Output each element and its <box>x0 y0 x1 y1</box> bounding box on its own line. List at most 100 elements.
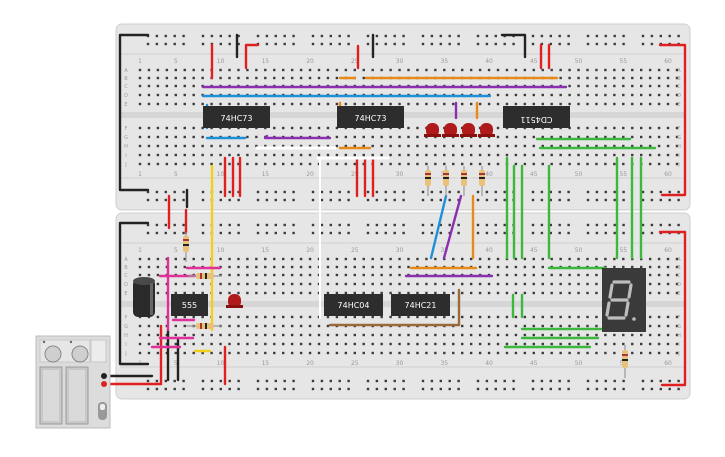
breadboard-hole[interactable] <box>514 135 518 139</box>
breadboard-hole[interactable] <box>283 42 286 46</box>
breadboard-hole[interactable] <box>430 231 434 235</box>
breadboard-hole[interactable] <box>622 387 625 391</box>
breadboard-hole[interactable] <box>344 342 348 346</box>
breadboard-hole[interactable] <box>604 223 607 227</box>
breadboard-hole[interactable] <box>201 379 205 383</box>
breadboard-hole[interactable] <box>375 379 379 383</box>
breadboard-hole[interactable] <box>273 324 276 328</box>
breadboard-hole[interactable] <box>469 68 473 72</box>
breadboard-hole[interactable] <box>347 223 350 227</box>
breadboard-hole[interactable] <box>147 273 151 277</box>
breadboard-hole[interactable] <box>282 291 285 295</box>
breadboard-hole[interactable] <box>666 68 670 72</box>
breadboard-hole[interactable] <box>210 34 214 38</box>
breadboard-hole[interactable] <box>317 153 321 157</box>
breadboard-hole[interactable] <box>549 379 552 383</box>
breadboard-hole[interactable] <box>496 102 500 106</box>
breadboard-hole[interactable] <box>255 324 258 328</box>
breadboard-hole[interactable] <box>485 387 489 391</box>
breadboard-hole[interactable] <box>290 68 294 72</box>
breadboard-hole[interactable] <box>274 379 277 383</box>
breadboard-hole[interactable] <box>496 135 500 139</box>
breadboard-hole[interactable] <box>183 144 186 148</box>
breadboard-hole[interactable] <box>317 351 321 355</box>
breadboard-hole[interactable] <box>147 351 151 355</box>
breadboard-hole[interactable] <box>657 135 661 139</box>
breadboard-hole[interactable] <box>505 282 509 286</box>
breadboard-hole[interactable] <box>577 102 580 106</box>
breadboard-hole[interactable] <box>183 257 186 261</box>
breadboard-hole[interactable] <box>256 223 260 227</box>
breadboard-hole[interactable] <box>308 102 312 106</box>
breadboard-hole[interactable] <box>155 231 159 235</box>
breadboard-hole[interactable] <box>523 315 527 319</box>
breadboard-hole[interactable] <box>371 315 374 319</box>
breadboard-hole[interactable] <box>201 42 205 46</box>
breadboard-hole[interactable] <box>416 315 419 319</box>
breadboard-hole[interactable] <box>668 379 671 383</box>
breadboard-hole[interactable] <box>622 144 625 148</box>
breadboard-hole[interactable] <box>668 190 671 194</box>
breadboard-hole[interactable] <box>147 257 151 261</box>
breadboard-hole[interactable] <box>478 291 482 295</box>
breadboard-hole[interactable] <box>380 265 383 269</box>
breadboard-hole[interactable] <box>228 333 231 337</box>
breadboard-hole[interactable] <box>201 162 204 166</box>
breadboard-hole[interactable] <box>496 291 500 295</box>
breadboard-hole[interactable] <box>541 265 544 269</box>
breadboard-hole[interactable] <box>514 102 518 106</box>
breadboard-hole[interactable] <box>174 351 177 355</box>
breadboard-hole[interactable] <box>192 126 195 130</box>
breadboard-hole[interactable] <box>201 102 204 106</box>
breadboard-hole[interactable] <box>559 342 562 346</box>
breadboard-hole[interactable] <box>237 223 240 227</box>
breadboard-hole[interactable] <box>362 153 365 157</box>
breadboard-hole[interactable] <box>496 144 500 148</box>
breadboard-hole[interactable] <box>434 68 437 72</box>
breadboard-hole[interactable] <box>335 265 339 269</box>
breadboard-hole[interactable] <box>147 265 151 269</box>
breadboard-hole[interactable] <box>326 351 330 355</box>
breadboard-hole[interactable] <box>192 315 195 319</box>
breadboard-hole[interactable] <box>371 291 374 295</box>
breadboard-hole[interactable] <box>344 315 348 319</box>
breadboard-hole[interactable] <box>476 387 480 391</box>
breadboard-hole[interactable] <box>452 291 455 295</box>
breadboard-hole[interactable] <box>246 257 249 261</box>
breadboard-hole[interactable] <box>192 351 195 355</box>
breadboard-hole[interactable] <box>362 342 365 346</box>
breadboard-hole[interactable] <box>476 223 480 227</box>
breadboard-hole[interactable] <box>443 282 446 286</box>
breadboard-hole[interactable] <box>540 42 544 46</box>
breadboard-hole[interactable] <box>567 42 570 46</box>
breadboard-hole[interactable] <box>668 387 671 391</box>
breadboard-hole[interactable] <box>256 190 260 194</box>
breadboard-hole[interactable] <box>164 42 167 46</box>
breadboard-hole[interactable] <box>549 198 552 202</box>
breadboard-hole[interactable] <box>353 333 356 337</box>
breadboard-hole[interactable] <box>648 102 652 106</box>
breadboard-hole[interactable] <box>246 102 249 106</box>
breadboard-hole[interactable] <box>389 342 392 346</box>
breadboard-hole[interactable] <box>640 102 643 106</box>
breadboard-hole[interactable] <box>439 379 442 383</box>
breadboard-hole[interactable] <box>541 153 544 157</box>
breadboard-hole[interactable] <box>182 231 185 235</box>
breadboard-hole[interactable] <box>577 76 580 80</box>
breadboard-hole[interactable] <box>311 34 315 38</box>
breadboard-hole[interactable] <box>461 68 464 72</box>
breadboard-hole[interactable] <box>299 342 303 346</box>
breadboard-hole[interactable] <box>595 387 599 391</box>
breadboard-hole[interactable] <box>138 257 142 261</box>
breadboard-hole[interactable] <box>613 42 616 46</box>
breadboard-hole[interactable] <box>264 153 267 157</box>
breadboard-hole[interactable] <box>586 273 589 277</box>
current-knob[interactable] <box>71 345 89 363</box>
breadboard-hole[interactable] <box>613 223 616 227</box>
breadboard-hole[interactable] <box>282 273 285 277</box>
breadboard-hole[interactable] <box>487 315 491 319</box>
breadboard-hole[interactable] <box>282 351 285 355</box>
breadboard-hole[interactable] <box>237 351 240 355</box>
breadboard-hole[interactable] <box>398 342 401 346</box>
breadboard-hole[interactable] <box>469 351 473 355</box>
